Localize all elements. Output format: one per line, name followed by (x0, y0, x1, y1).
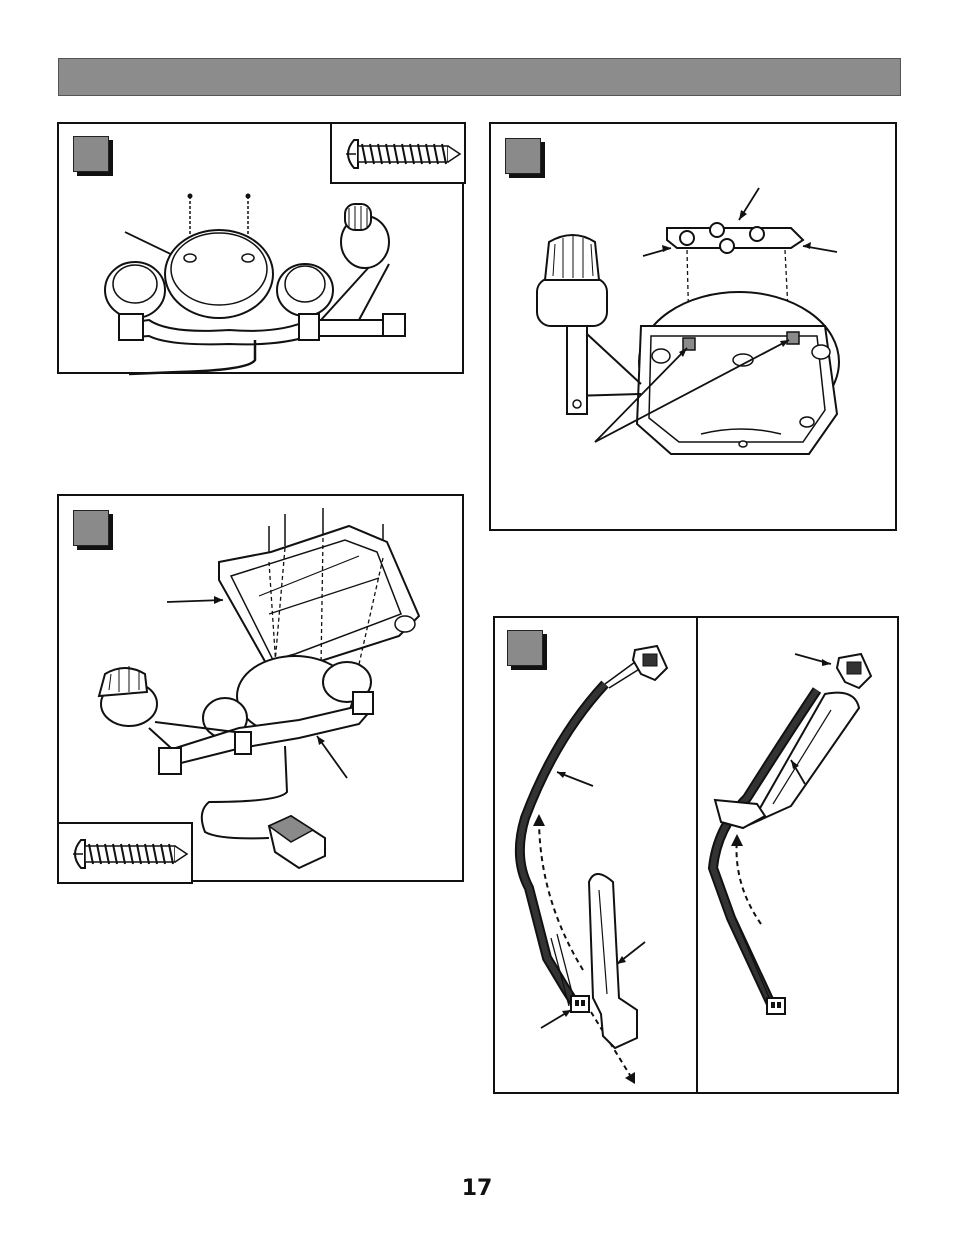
panel-step-3 (57, 494, 464, 882)
seat-assembly-illustration (59, 496, 466, 884)
panel-step-1 (57, 122, 464, 374)
wire-routing-illustration (495, 618, 901, 1096)
page-number: 17 (0, 1176, 954, 1201)
panel-step-2 (489, 122, 897, 531)
panel-step-4 (493, 616, 899, 1094)
header-bar (58, 58, 901, 96)
seat-underside-illustration (491, 124, 899, 533)
seat-base-illustration (59, 124, 466, 376)
